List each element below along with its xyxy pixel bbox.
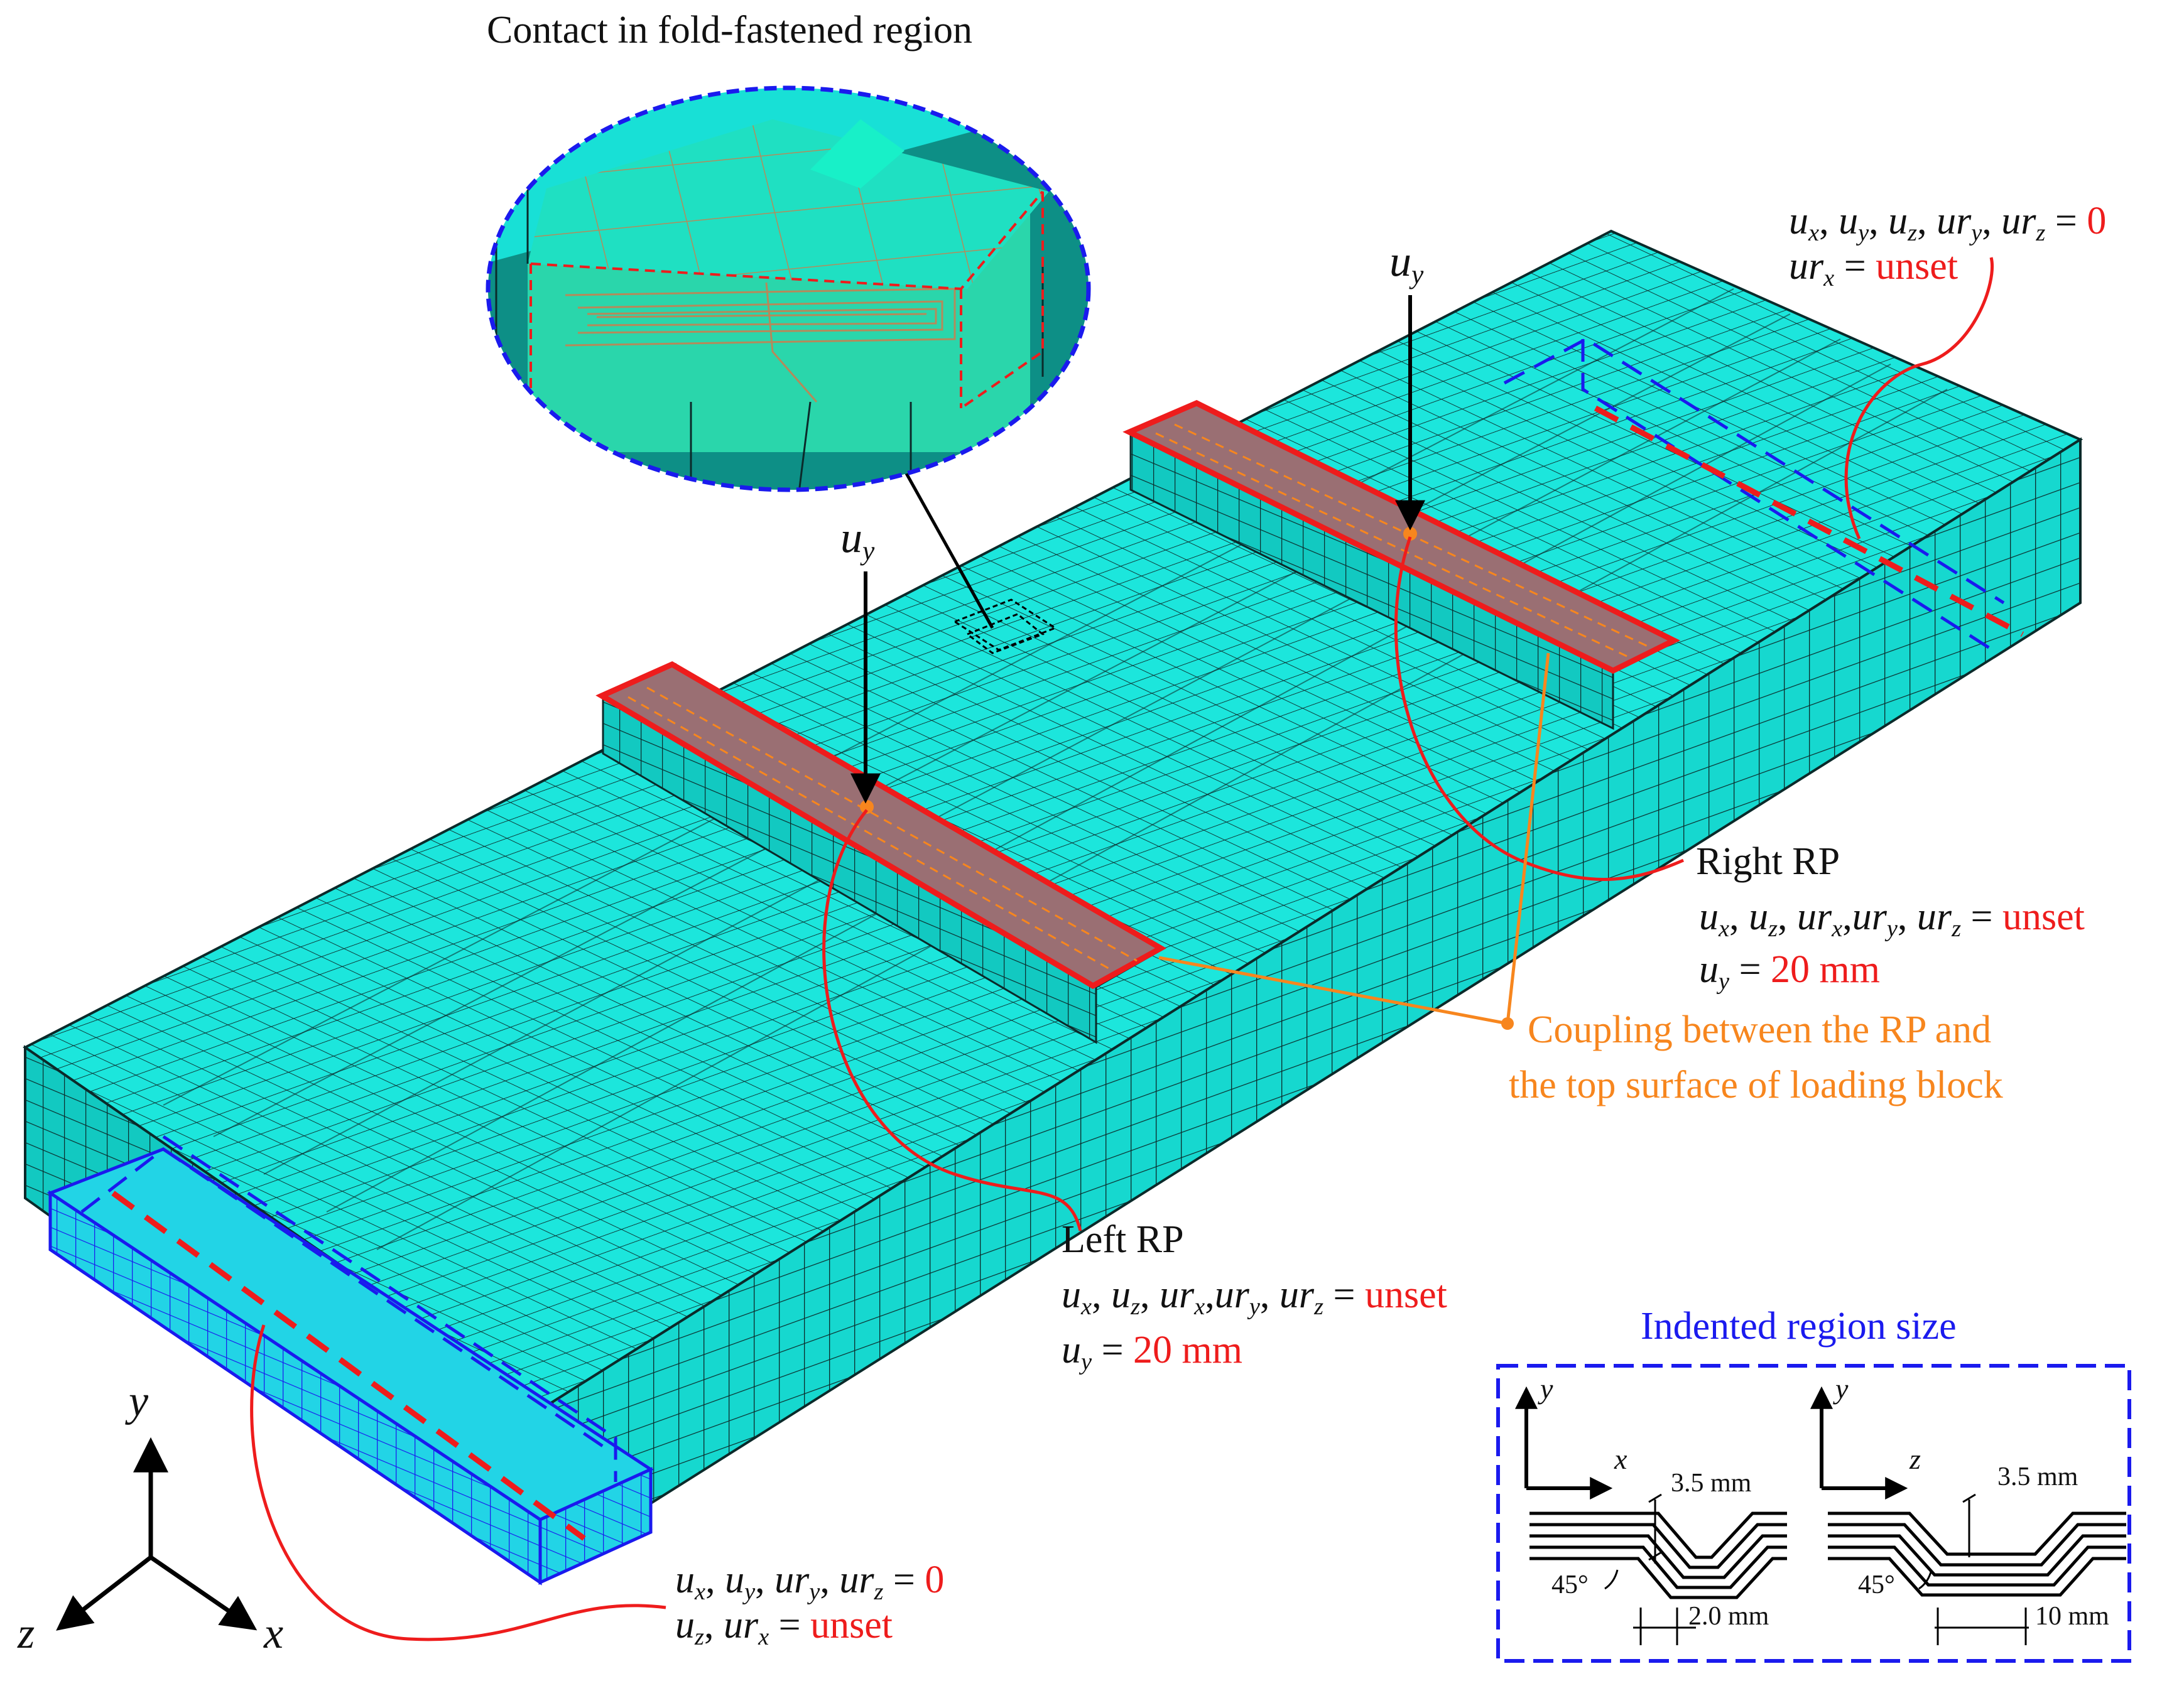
coupling-label-line1: Coupling between the RP and bbox=[1528, 1008, 1992, 1051]
indent-width-right: 10 mm bbox=[2035, 1602, 2109, 1631]
left-support-bc-line1: ux, uy, ury, urz = 0 bbox=[675, 1559, 945, 1605]
right-support-bc-line2: urx = unset bbox=[1789, 245, 1959, 291]
indent-schematic-xy bbox=[1515, 1386, 1787, 1645]
right-rp-bc-line1: ux, uz, urx,ury, urz = unset bbox=[1699, 895, 2085, 942]
right-rp-title: Right RP bbox=[1696, 840, 1840, 883]
left-rp-leader bbox=[822, 809, 1082, 1231]
indent-axis-y-left: y bbox=[1540, 1373, 1553, 1405]
right-load-label: uy bbox=[1389, 237, 1424, 290]
loading-block-left-top bbox=[595, 661, 1167, 990]
right-support-leader bbox=[1844, 257, 1994, 539]
indent-width-left: 2.0 mm bbox=[1688, 1602, 1769, 1631]
left-rp-bc-line2: uy = 20 mm bbox=[1062, 1329, 1242, 1375]
indent-depth-left: 3.5 mm bbox=[1671, 1469, 1752, 1498]
left-rp-title: Left RP bbox=[1062, 1218, 1184, 1261]
left-rp-bc-line1: ux, uz, urx,ury, urz = unset bbox=[1062, 1273, 1447, 1320]
indent-title: Indented region size bbox=[1641, 1305, 1957, 1348]
loading-block-left bbox=[595, 661, 1167, 1044]
left-support-bc-line2: uz, urx = unset bbox=[675, 1604, 893, 1650]
global-axes bbox=[56, 1437, 258, 1631]
left-support-leader bbox=[250, 1324, 666, 1641]
axis-label-x: x bbox=[264, 1609, 284, 1658]
contact-region-marker bbox=[952, 598, 1058, 654]
axis-label-z: z bbox=[18, 1609, 35, 1658]
loading-block-right-top bbox=[1122, 400, 1681, 674]
coupling-leaders bbox=[1158, 652, 1550, 1030]
indent-axis-z: z bbox=[1910, 1443, 1921, 1475]
right-rp-leader bbox=[1394, 536, 1684, 881]
indented-region-right bbox=[1503, 337, 2024, 655]
detail-title: Contact in fold-fastened region bbox=[487, 9, 973, 51]
contact-detail-ellipse bbox=[486, 85, 1091, 492]
indented-region-left bbox=[80, 1135, 617, 1541]
indent-angle-left: 45° bbox=[1551, 1570, 1589, 1599]
coupling-label-line2: the top surface of loading block bbox=[1509, 1064, 2003, 1106]
indent-angle-right: 45° bbox=[1858, 1570, 1895, 1599]
indented-region-inset bbox=[1496, 1364, 2131, 1663]
left-load-label: uy bbox=[840, 514, 875, 566]
left-support-plate bbox=[46, 1147, 655, 1586]
indent-axis-y-right: y bbox=[1835, 1373, 1849, 1405]
right-support-bc-line1: ux, uy, uz, ury, urz = 0 bbox=[1789, 200, 2107, 246]
axis-label-y: y bbox=[129, 1377, 149, 1425]
indent-axis-x: x bbox=[1614, 1443, 1627, 1475]
indent-schematic-zy bbox=[1810, 1386, 2126, 1645]
right-rp-bc-line2: uy = 20 mm bbox=[1699, 948, 1880, 995]
indent-depth-right: 3.5 mm bbox=[1997, 1462, 2078, 1491]
